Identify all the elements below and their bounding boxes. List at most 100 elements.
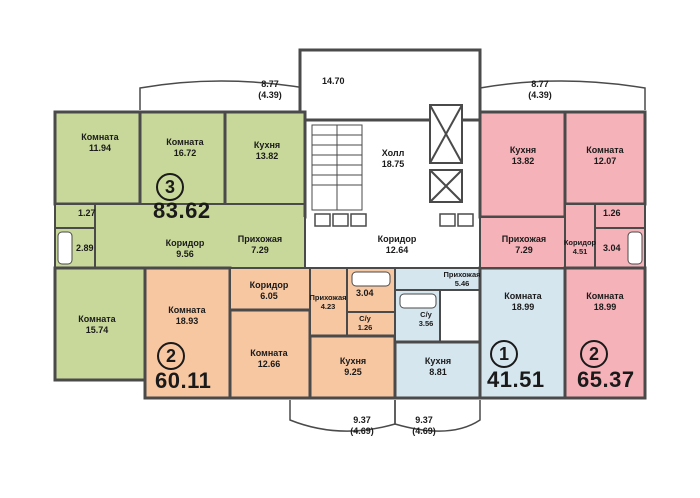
- apt2r-room-2-label: Комната 18.99: [572, 291, 638, 314]
- balcony-area: 9.37: [415, 415, 433, 425]
- staircase: [311, 124, 363, 211]
- apt2r-total-area: 65.37: [577, 367, 635, 392]
- balcony-reduced-area: (4.39): [258, 89, 282, 100]
- apt2r-hall-label: Прихожая 7.29: [492, 234, 556, 257]
- room-name: Коридор: [377, 234, 417, 244]
- apt2r-bath-2-area: 3.04: [603, 243, 621, 253]
- apt2r-corridor: [564, 203, 596, 269]
- room-name: Комната: [250, 348, 288, 358]
- room-area: 12.66: [257, 359, 281, 370]
- apt1-kitchen-label: Кухня 8.81: [405, 356, 471, 379]
- elevator-shafts: [429, 104, 463, 203]
- room-name: Кухня: [509, 145, 537, 155]
- room-area: 15.74: [85, 325, 109, 336]
- room-name: Прихожая: [237, 234, 283, 244]
- apt1-hall-label: Прихожая 5.46: [440, 270, 484, 289]
- room-name: Комната: [81, 132, 119, 142]
- apt2r-kitchen-label: Кухня 13.82: [488, 145, 558, 168]
- balcony-bottom-right-label: 9.37 (4.69): [404, 415, 444, 437]
- room-name: Коридор: [249, 280, 289, 290]
- room-name: Прихожая: [309, 293, 347, 302]
- balcony-top-left-outline: [139, 80, 306, 110]
- apt2l-corridor: [229, 267, 311, 311]
- balcony-area: 8.77: [531, 79, 549, 89]
- apt3-corridor-label: Коридор 9.56: [150, 238, 220, 261]
- apt2l-bath-area: 3.04: [356, 288, 374, 298]
- apt3-total-area: 83.62: [153, 198, 211, 223]
- apt3-kitchen: [223, 110, 307, 219]
- balcony-bottom-right-outline: [394, 400, 481, 432]
- balcony-reduced-area: (4.39): [528, 89, 552, 100]
- balcony-top-left-label: 8.77 (4.39): [250, 79, 290, 101]
- apt2l-room-1-label: Комната 18.93: [152, 305, 222, 328]
- room-area: 13.82: [255, 151, 279, 162]
- apt3-hall-label: Прихожая 7.29: [228, 234, 292, 257]
- apt2r-room-1-label: Комната 12.07: [572, 145, 638, 168]
- apt2l-kitchen-label: Кухня 9.25: [320, 356, 386, 379]
- room-area: 9.25: [344, 367, 362, 378]
- common-corridor-label: Коридор 12.64: [362, 234, 432, 257]
- apt3-room-2-label: Комната 16.72: [150, 137, 220, 160]
- balcony-top-right-outline: [479, 80, 646, 110]
- room-area: 18.93: [175, 316, 199, 327]
- room-name: Комната: [168, 305, 206, 315]
- apt1-kitchen: [393, 340, 482, 400]
- room-area: 13.82: [511, 156, 535, 167]
- room-area: 16.72: [173, 148, 197, 159]
- room-name: Комната: [166, 137, 204, 147]
- apt1-wc-label: С/у 3.56: [412, 310, 440, 329]
- balcony-area: 9.37: [353, 415, 371, 425]
- apt3-room-2: [138, 110, 227, 219]
- apt2l-hall: [309, 267, 348, 337]
- balcony-top-right-label: 8.77 (4.39): [520, 79, 560, 101]
- apt1-rooms-badge: 1: [490, 340, 518, 368]
- room-area: 11.94: [88, 143, 112, 154]
- apt2l-corridor-label: Коридор 6.05: [236, 280, 302, 303]
- room-name: Кухня: [424, 356, 452, 366]
- balcony-bottom-left-label: 9.37 (4.69): [342, 415, 382, 437]
- room-name: Коридор: [165, 238, 205, 248]
- apt1-room-label: Комната 18.99: [488, 291, 558, 314]
- room-area: 12.64: [385, 245, 409, 256]
- room-name: Коридор: [563, 238, 597, 247]
- apt2r-rooms-badge: 2: [580, 340, 608, 368]
- apt2l-wc-label: С/у 1.26: [350, 314, 380, 333]
- apt3-room-1-label: Комната 11.94: [70, 132, 130, 155]
- apt2r-bath-1-area: 1.26: [603, 208, 621, 218]
- room-area: 12.07: [593, 156, 617, 167]
- room-name: Кухня: [339, 356, 367, 366]
- apt2l-room-2-label: Комната 12.66: [236, 348, 302, 371]
- room-name: Комната: [586, 291, 624, 301]
- apt1-total-area: 41.51: [487, 367, 545, 392]
- common-top-area: 14.70: [322, 76, 345, 86]
- apt3-bath-1: [54, 203, 96, 229]
- apt3-room-1: [53, 110, 142, 206]
- balcony-bottom-left-outline: [289, 400, 396, 432]
- room-area: 7.29: [251, 245, 269, 256]
- room-area: 9.56: [176, 249, 194, 260]
- room-name: Прихожая: [443, 270, 481, 279]
- apt3-room-3-label: Комната 15.74: [62, 314, 132, 337]
- room-area: 18.99: [593, 302, 617, 313]
- room-name: Комната: [504, 291, 542, 301]
- room-name: Холл: [381, 148, 405, 158]
- apt3-kitchen-label: Кухня 13.82: [232, 140, 302, 163]
- apt2l-rooms-badge: 2: [157, 342, 185, 370]
- room-area: 6.05: [260, 291, 278, 302]
- bathtub-icons: [57, 231, 643, 309]
- room-area: 4.23: [320, 302, 336, 312]
- room-area: 18.75: [381, 159, 405, 170]
- room-name: Прихожая: [501, 234, 547, 244]
- balcony-area: 8.77: [261, 79, 279, 89]
- service-shafts: [314, 213, 474, 227]
- apt3-rooms-badge: 3: [156, 173, 184, 201]
- room-area: 7.29: [515, 245, 533, 256]
- balcony-reduced-area: (4.69): [350, 425, 374, 436]
- apt2l-hall-label: Прихожая 4.23: [306, 293, 350, 312]
- apt2r-room-2: [563, 266, 647, 400]
- apt3-bath-1-area: 1.27: [78, 208, 96, 218]
- room-name: С/у: [359, 314, 371, 323]
- apt2r-hall: [479, 216, 566, 269]
- room-name: С/у: [420, 310, 432, 319]
